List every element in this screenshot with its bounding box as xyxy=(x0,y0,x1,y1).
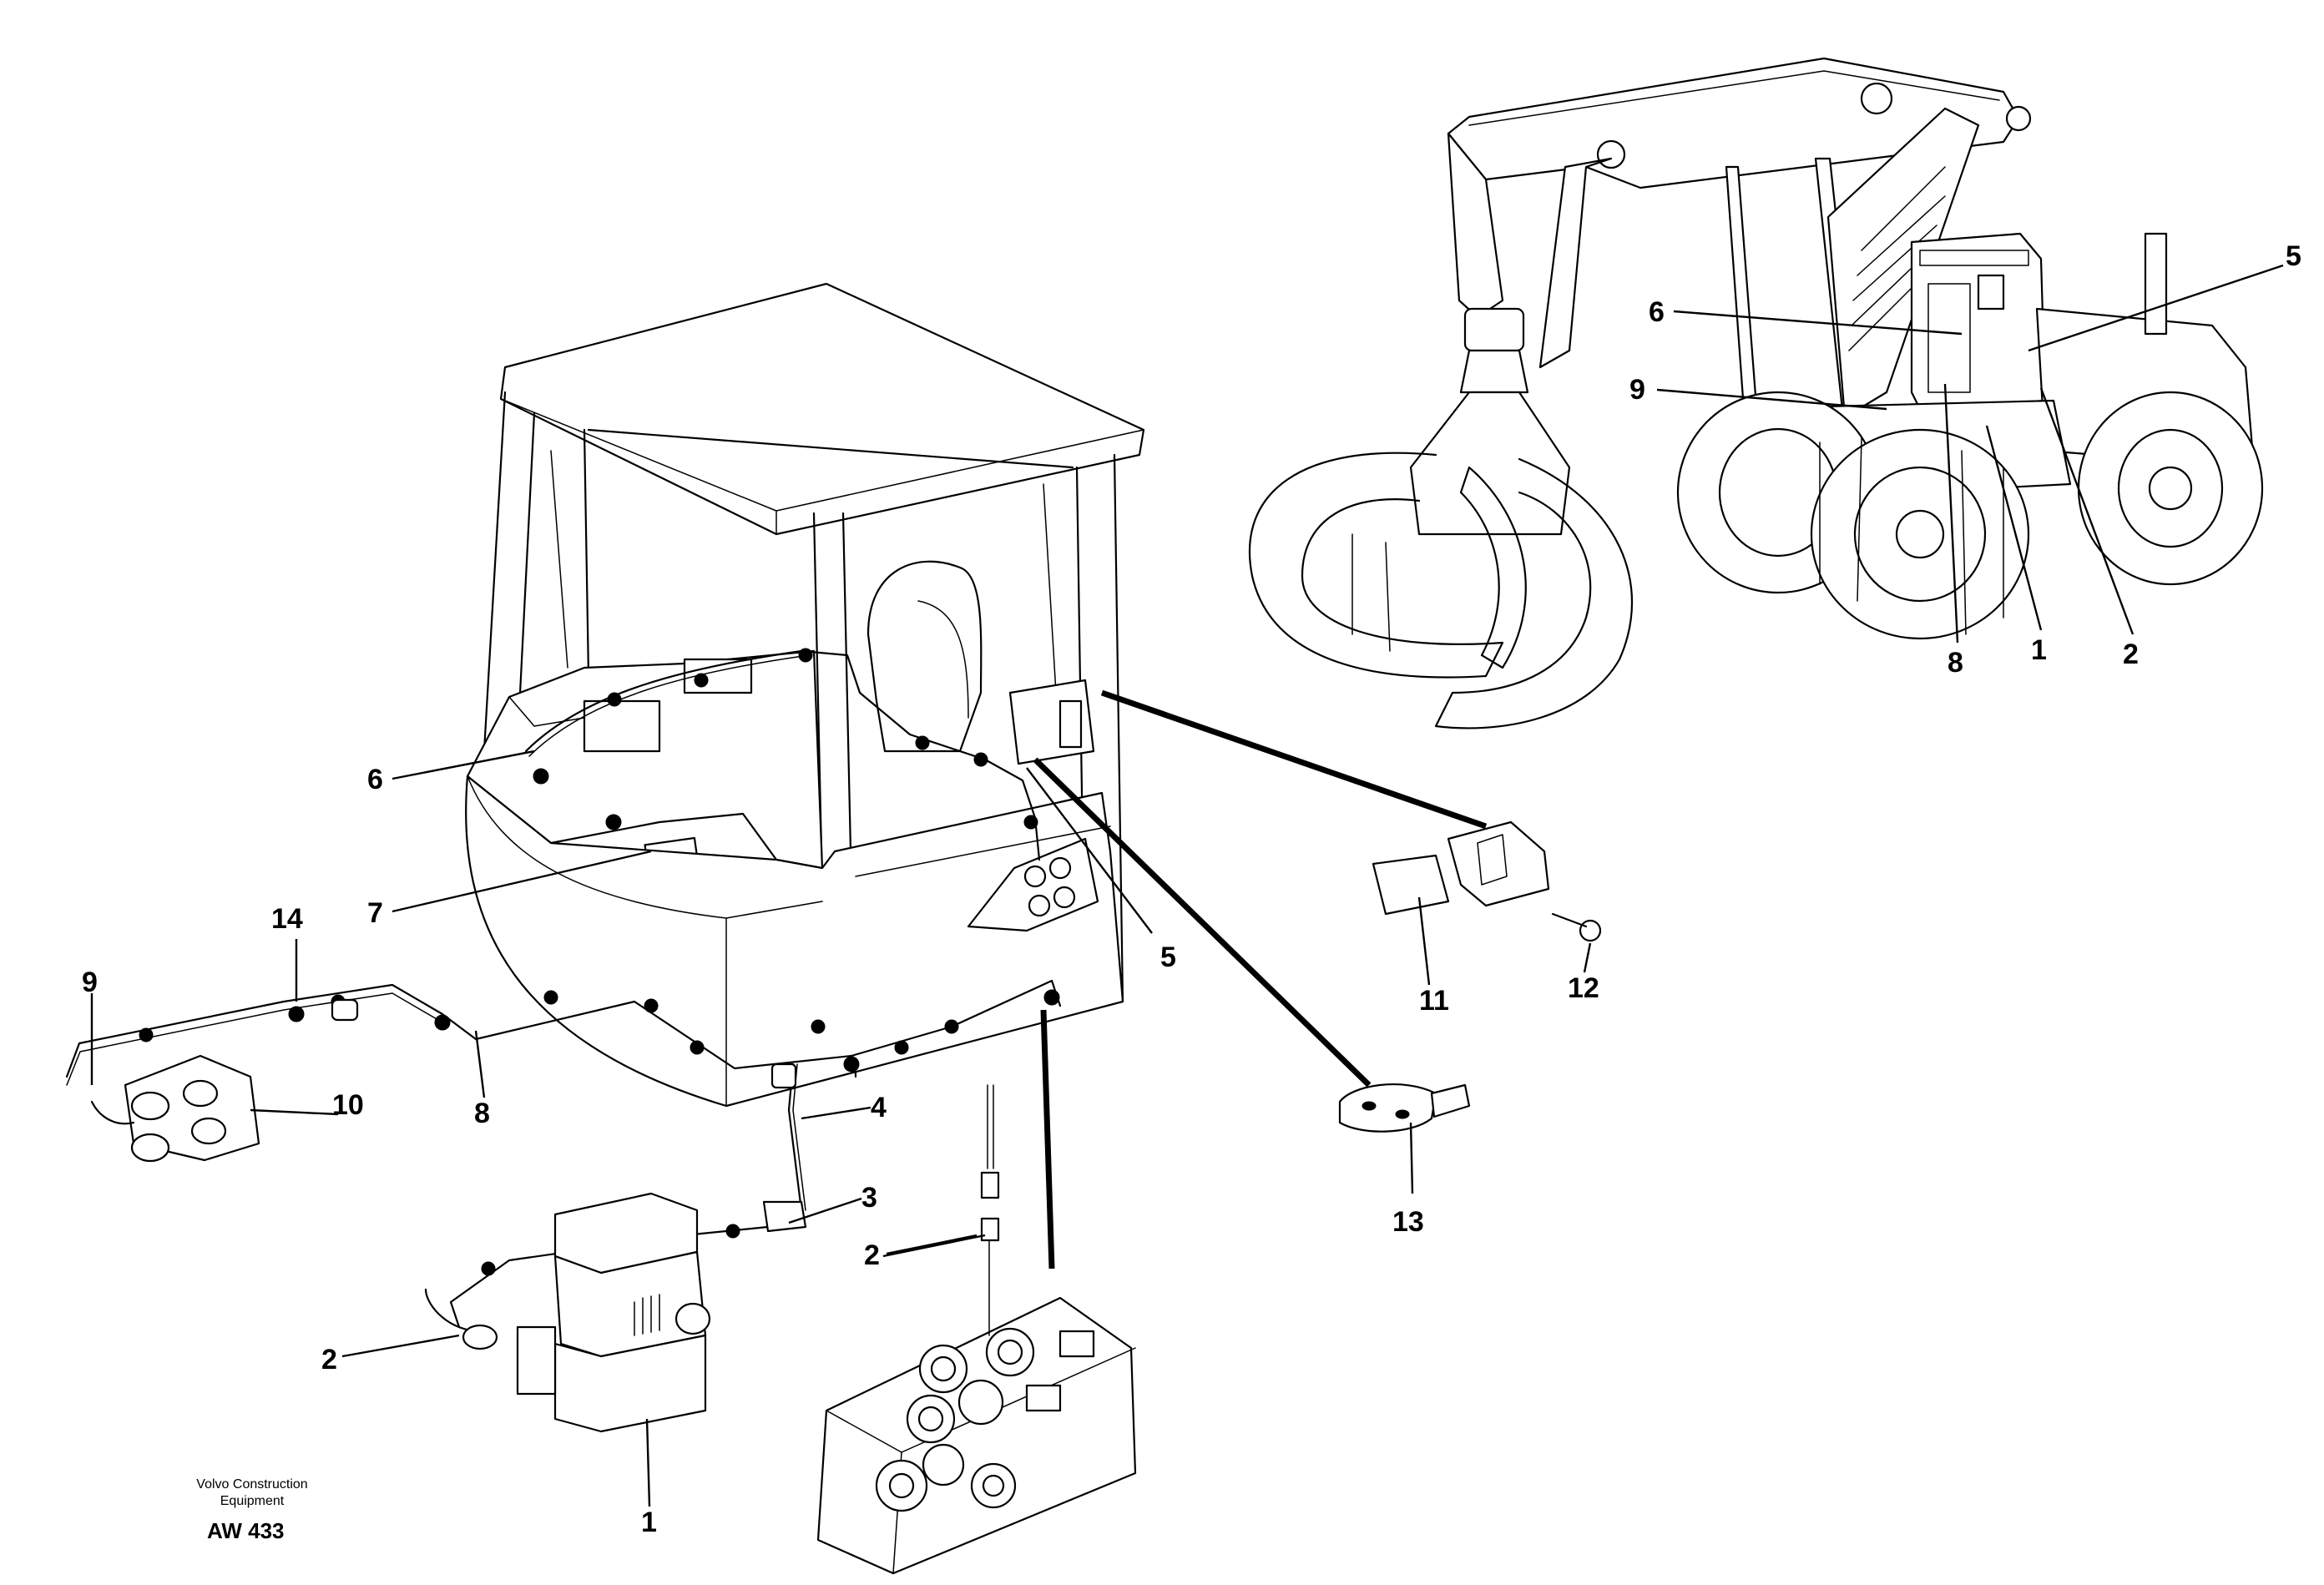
credit-company-line1: Volvo Construction xyxy=(196,1477,307,1492)
callout-12: 12 xyxy=(1568,972,1599,1004)
callout-3: 3 xyxy=(861,1182,877,1214)
callout-13: 13 xyxy=(1392,1206,1424,1238)
callout-10: 10 xyxy=(332,1089,364,1121)
machine-callout-9: 9 xyxy=(1629,374,1645,406)
callout-8: 8 xyxy=(474,1098,490,1129)
machine-callout-5: 5 xyxy=(2286,240,2301,272)
callout-14: 14 xyxy=(271,903,303,935)
machine-callout-6: 6 xyxy=(1649,296,1665,328)
credit-code: AW 433 xyxy=(207,1518,285,1543)
callout-4: 4 xyxy=(871,1092,887,1123)
callout-5: 5 xyxy=(1160,941,1176,973)
callout-2-switch: 2 xyxy=(321,1344,337,1376)
callout-9: 9 xyxy=(82,967,98,998)
machine-callout-1: 1 xyxy=(2031,634,2047,666)
log-loader-machine-drawing xyxy=(1248,57,2284,729)
callout-2-panel: 2 xyxy=(864,1239,880,1271)
machine-callout-2: 2 xyxy=(2123,639,2139,670)
callout-7: 7 xyxy=(367,897,383,929)
callout-6: 6 xyxy=(367,764,383,795)
callout-11: 11 xyxy=(1419,985,1449,1017)
callout-1: 1 xyxy=(641,1507,657,1538)
machine-callout-8: 8 xyxy=(1948,647,1963,679)
cab-drawing xyxy=(65,282,1602,1575)
credit-company-line2: Equipment xyxy=(220,1494,285,1508)
